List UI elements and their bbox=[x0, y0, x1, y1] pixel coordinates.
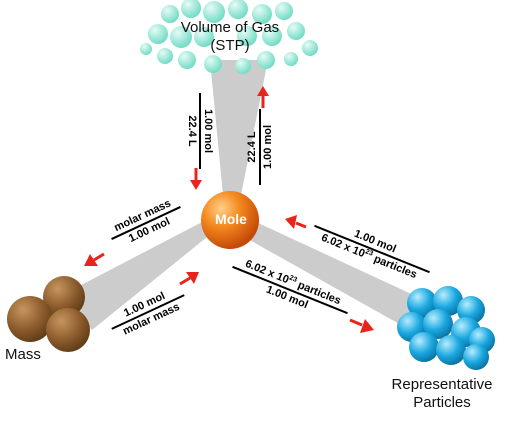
conversion-arrows bbox=[84, 86, 374, 333]
conversion-gas-to-mole: 1.00 mol 22.4 L bbox=[186, 93, 214, 169]
gas-cloud bbox=[140, 0, 318, 74]
conv-gas-to-mole-denominator: 22.4 L bbox=[186, 115, 198, 147]
particle-spheres bbox=[397, 286, 495, 370]
gas-label-line2: (STP) bbox=[210, 37, 250, 54]
conv-mole-to-gas-denominator: 1.00 mol bbox=[262, 124, 274, 170]
band-gas bbox=[210, 60, 268, 195]
mass-label: Mass bbox=[5, 346, 41, 363]
conversion-mole-to-gas: 22.4 L 1.00 mol bbox=[246, 109, 274, 185]
arrow-mole-to-particles bbox=[349, 318, 374, 333]
particles-label-line2: Particles bbox=[413, 394, 471, 411]
conv-gas-to-mole-numerator: 1.00 mol bbox=[199, 93, 214, 169]
conv-mole-to-gas-numerator: 22.4 L bbox=[246, 109, 261, 185]
band-particles bbox=[246, 222, 420, 330]
mole-label: Mole bbox=[215, 211, 247, 227]
mass-spheres bbox=[7, 276, 90, 352]
particles-label-line1: Representative bbox=[391, 376, 493, 393]
arrow-mole-to-mass bbox=[84, 252, 105, 266]
mole-sphere bbox=[201, 191, 259, 249]
gas-label-line1: Volume of Gas bbox=[180, 19, 280, 36]
band-mass bbox=[62, 220, 212, 330]
arrow-mole-to-gas bbox=[257, 86, 269, 108]
arrow-gas-to-mole bbox=[190, 168, 202, 190]
particles-label: Representative Particles bbox=[382, 376, 502, 412]
arrow-mass-to-mole bbox=[179, 272, 199, 286]
arrow-particles-to-mole bbox=[285, 215, 307, 229]
gas-label: Volume of Gas (STP) bbox=[160, 19, 300, 55]
